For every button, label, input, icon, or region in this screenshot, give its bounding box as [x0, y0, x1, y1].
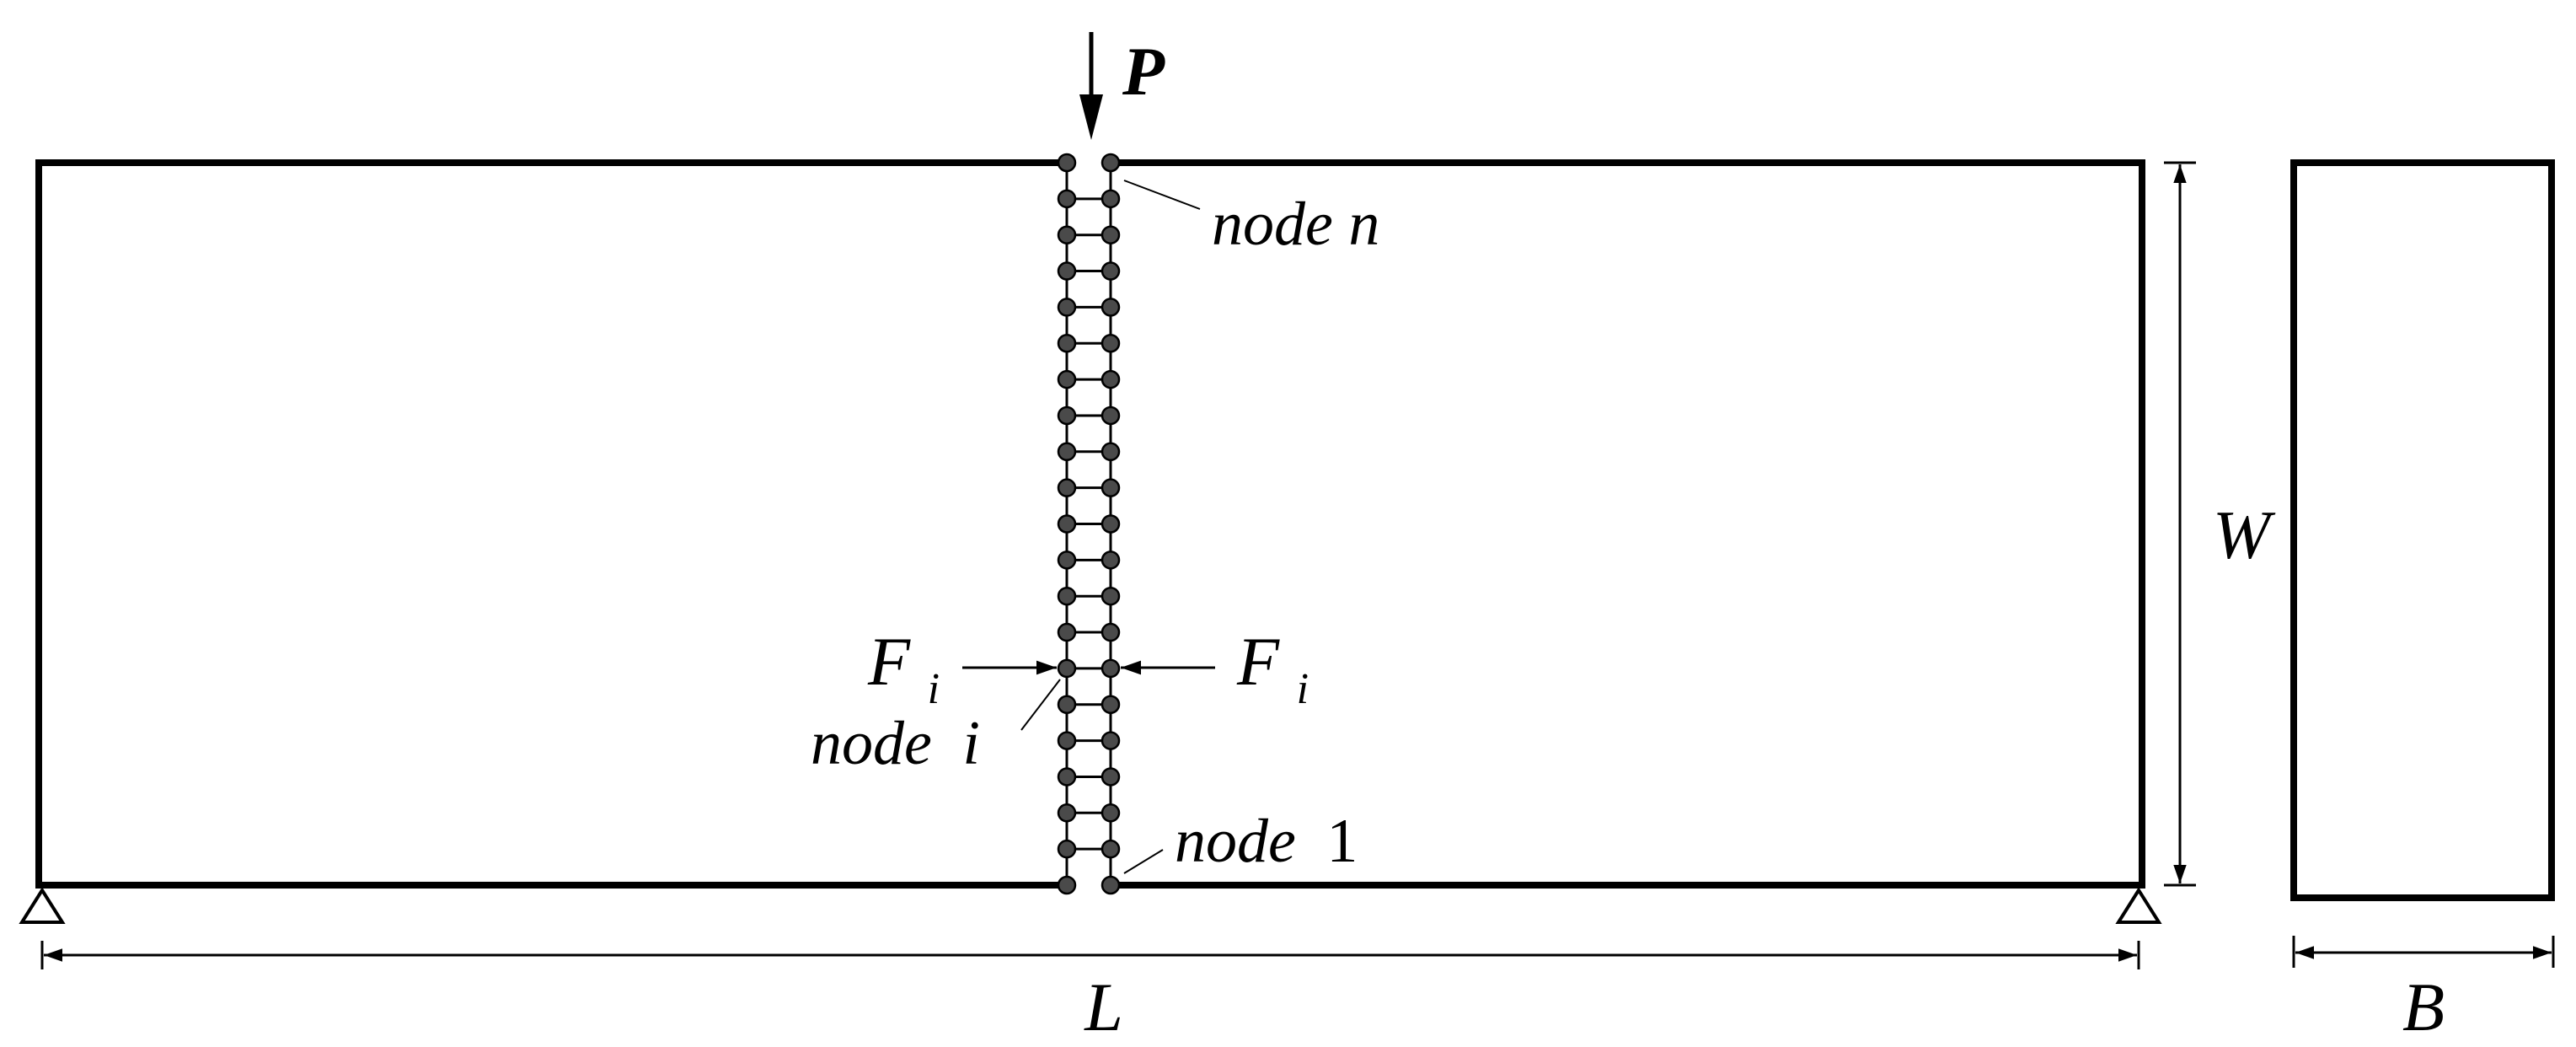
load-arrow-group: P: [1079, 32, 1165, 140]
crack-node-left: [1057, 225, 1077, 244]
node-i-index: i: [962, 709, 980, 778]
node-1-leader: [1123, 849, 1164, 874]
node-n-annotation: node n: [1123, 180, 1379, 259]
crack-node-right: [1101, 622, 1121, 642]
node-i-annotation: node i: [811, 679, 1061, 778]
node-1-word: node: [1175, 807, 1296, 876]
crack-node-right: [1101, 586, 1121, 606]
crack-node-right: [1101, 658, 1121, 679]
crack-node-right: [1101, 767, 1121, 787]
node-1-index: 1: [1326, 807, 1358, 876]
crack-node-left: [1057, 731, 1077, 750]
node-i-word: node: [811, 709, 932, 778]
crack-node-left: [1057, 839, 1077, 859]
cross-section: [2290, 159, 2555, 901]
crack-node-right: [1101, 695, 1121, 714]
crack-node-right: [1101, 334, 1121, 353]
crack-node-left: [1057, 586, 1077, 606]
crack-node-left: [1057, 334, 1077, 353]
height-label: W: [2213, 497, 2276, 573]
crack-node-right: [1101, 803, 1121, 823]
crack-node-right: [1101, 875, 1121, 895]
crack-node-right: [1101, 261, 1121, 281]
crack-node-left: [1057, 514, 1077, 534]
crack-node-right: [1101, 550, 1121, 570]
crack-node-right: [1101, 298, 1121, 317]
crack-node-left: [1057, 189, 1077, 209]
crack-node-right: [1101, 153, 1121, 173]
right-support: [2115, 887, 2162, 924]
beam: [35, 159, 2145, 889]
cross-section-rectangle: [2290, 159, 2555, 901]
crack-node-left: [1057, 875, 1077, 895]
node-1-annotation: node 1: [1123, 807, 1358, 876]
crack-node-left: [1057, 622, 1077, 642]
thickness-dimension: B: [2292, 936, 2555, 1045]
crack-node-right: [1101, 514, 1121, 534]
left-support-triangle: [19, 887, 66, 924]
left-force-subscript: i: [928, 665, 940, 713]
crack-node-right: [1101, 839, 1121, 859]
crack-node-right: [1101, 369, 1121, 389]
crack-node-left: [1057, 767, 1077, 787]
length-label: L: [1084, 969, 1123, 1045]
left-force-letter: F: [867, 623, 911, 700]
load-arrowhead: [1079, 94, 1103, 140]
node-i-leader: [1020, 679, 1061, 731]
height-dimension: W: [2164, 161, 2276, 887]
node-1-label: node 1: [1175, 807, 1358, 876]
length-dimension: L: [40, 941, 2140, 1045]
cohesive-crack-zone: [1057, 153, 1121, 895]
node-n-leader: [1123, 180, 1201, 210]
right-support-triangle: [2115, 887, 2162, 924]
crack-node-right: [1101, 405, 1121, 426]
right-force-letter: F: [1236, 623, 1280, 700]
left-force-label: F i: [867, 623, 940, 713]
crack-node-right: [1101, 731, 1121, 750]
crack-node-left: [1057, 405, 1077, 426]
crack-node-right: [1101, 478, 1121, 497]
right-force-group: F i: [1121, 623, 1309, 713]
node-i-label: node i: [811, 709, 980, 778]
left-support: [19, 887, 66, 924]
node-n-label: node n: [1212, 190, 1379, 259]
crack-node-left: [1057, 803, 1077, 823]
crack-node-right: [1101, 189, 1121, 209]
crack-node-left: [1057, 658, 1077, 679]
right-force-subscript: i: [1297, 665, 1309, 713]
crack-node-left: [1057, 369, 1077, 389]
load-label: P: [1122, 33, 1165, 110]
crack-node-right: [1101, 442, 1121, 462]
crack-node-left: [1057, 153, 1077, 173]
thickness-label: B: [2402, 969, 2445, 1045]
crack-node-left: [1057, 478, 1077, 497]
crack-node-left: [1057, 298, 1077, 317]
crack-node-left: [1057, 695, 1077, 714]
crack-node-left: [1057, 550, 1077, 570]
crack-node-right: [1101, 225, 1121, 244]
left-force-group: F i: [867, 623, 1057, 713]
right-force-label: F i: [1236, 623, 1309, 713]
crack-node-left: [1057, 442, 1077, 462]
crack-node-left: [1057, 261, 1077, 281]
